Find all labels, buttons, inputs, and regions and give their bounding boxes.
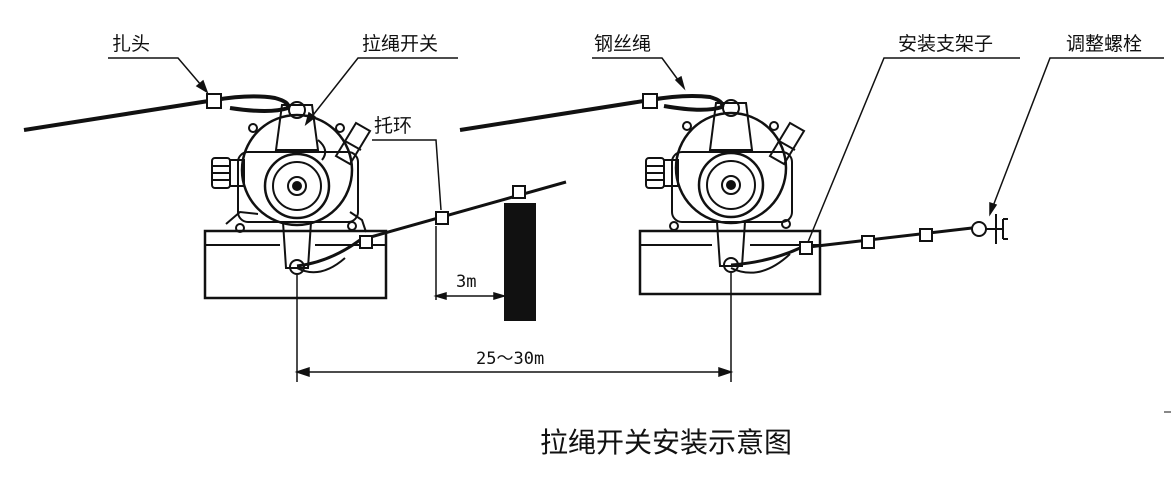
label-adjust-bolt: 调整螺栓 bbox=[1066, 33, 1142, 55]
left-upper-wire-rope bbox=[23, 94, 291, 132]
support-post bbox=[504, 203, 536, 321]
left-lower-clamp bbox=[359, 235, 373, 249]
right-bracket-clamp bbox=[799, 241, 813, 255]
label-wire-rope: 钢丝绳 bbox=[594, 33, 651, 55]
label-pull-switch: 拉绳开关 bbox=[362, 33, 438, 55]
label-bracket: 安装支架子 bbox=[898, 33, 993, 55]
dimension-lines bbox=[294, 226, 734, 382]
left-upper-clamp bbox=[206, 93, 222, 109]
right-lower-wire-rope bbox=[730, 226, 973, 267]
diagram-title: 拉绳开关安装示意图 bbox=[540, 426, 792, 459]
label-support-ring: 托环 bbox=[374, 115, 412, 137]
right-mid-clamp-2 bbox=[919, 228, 933, 242]
adjust-bolt bbox=[971, 214, 1008, 244]
right-mid-clamp-1 bbox=[861, 235, 875, 249]
left-switch-assembly bbox=[23, 93, 567, 300]
left-far-clamp bbox=[512, 185, 526, 199]
right-upper-clamp bbox=[642, 93, 658, 109]
right-base bbox=[638, 229, 822, 296]
left-switch-housing bbox=[211, 101, 372, 275]
right-switch-assembly bbox=[459, 93, 1008, 296]
dimension-ring-spacing: 3m bbox=[456, 272, 476, 292]
left-ring-clamp bbox=[435, 211, 449, 225]
right-switch-housing bbox=[645, 99, 806, 273]
label-clamp: 扎头 bbox=[112, 33, 150, 55]
dimension-switch-spacing: 25～30m bbox=[476, 349, 544, 369]
leader-lines bbox=[108, 57, 1164, 243]
right-upper-wire-rope bbox=[459, 94, 725, 132]
